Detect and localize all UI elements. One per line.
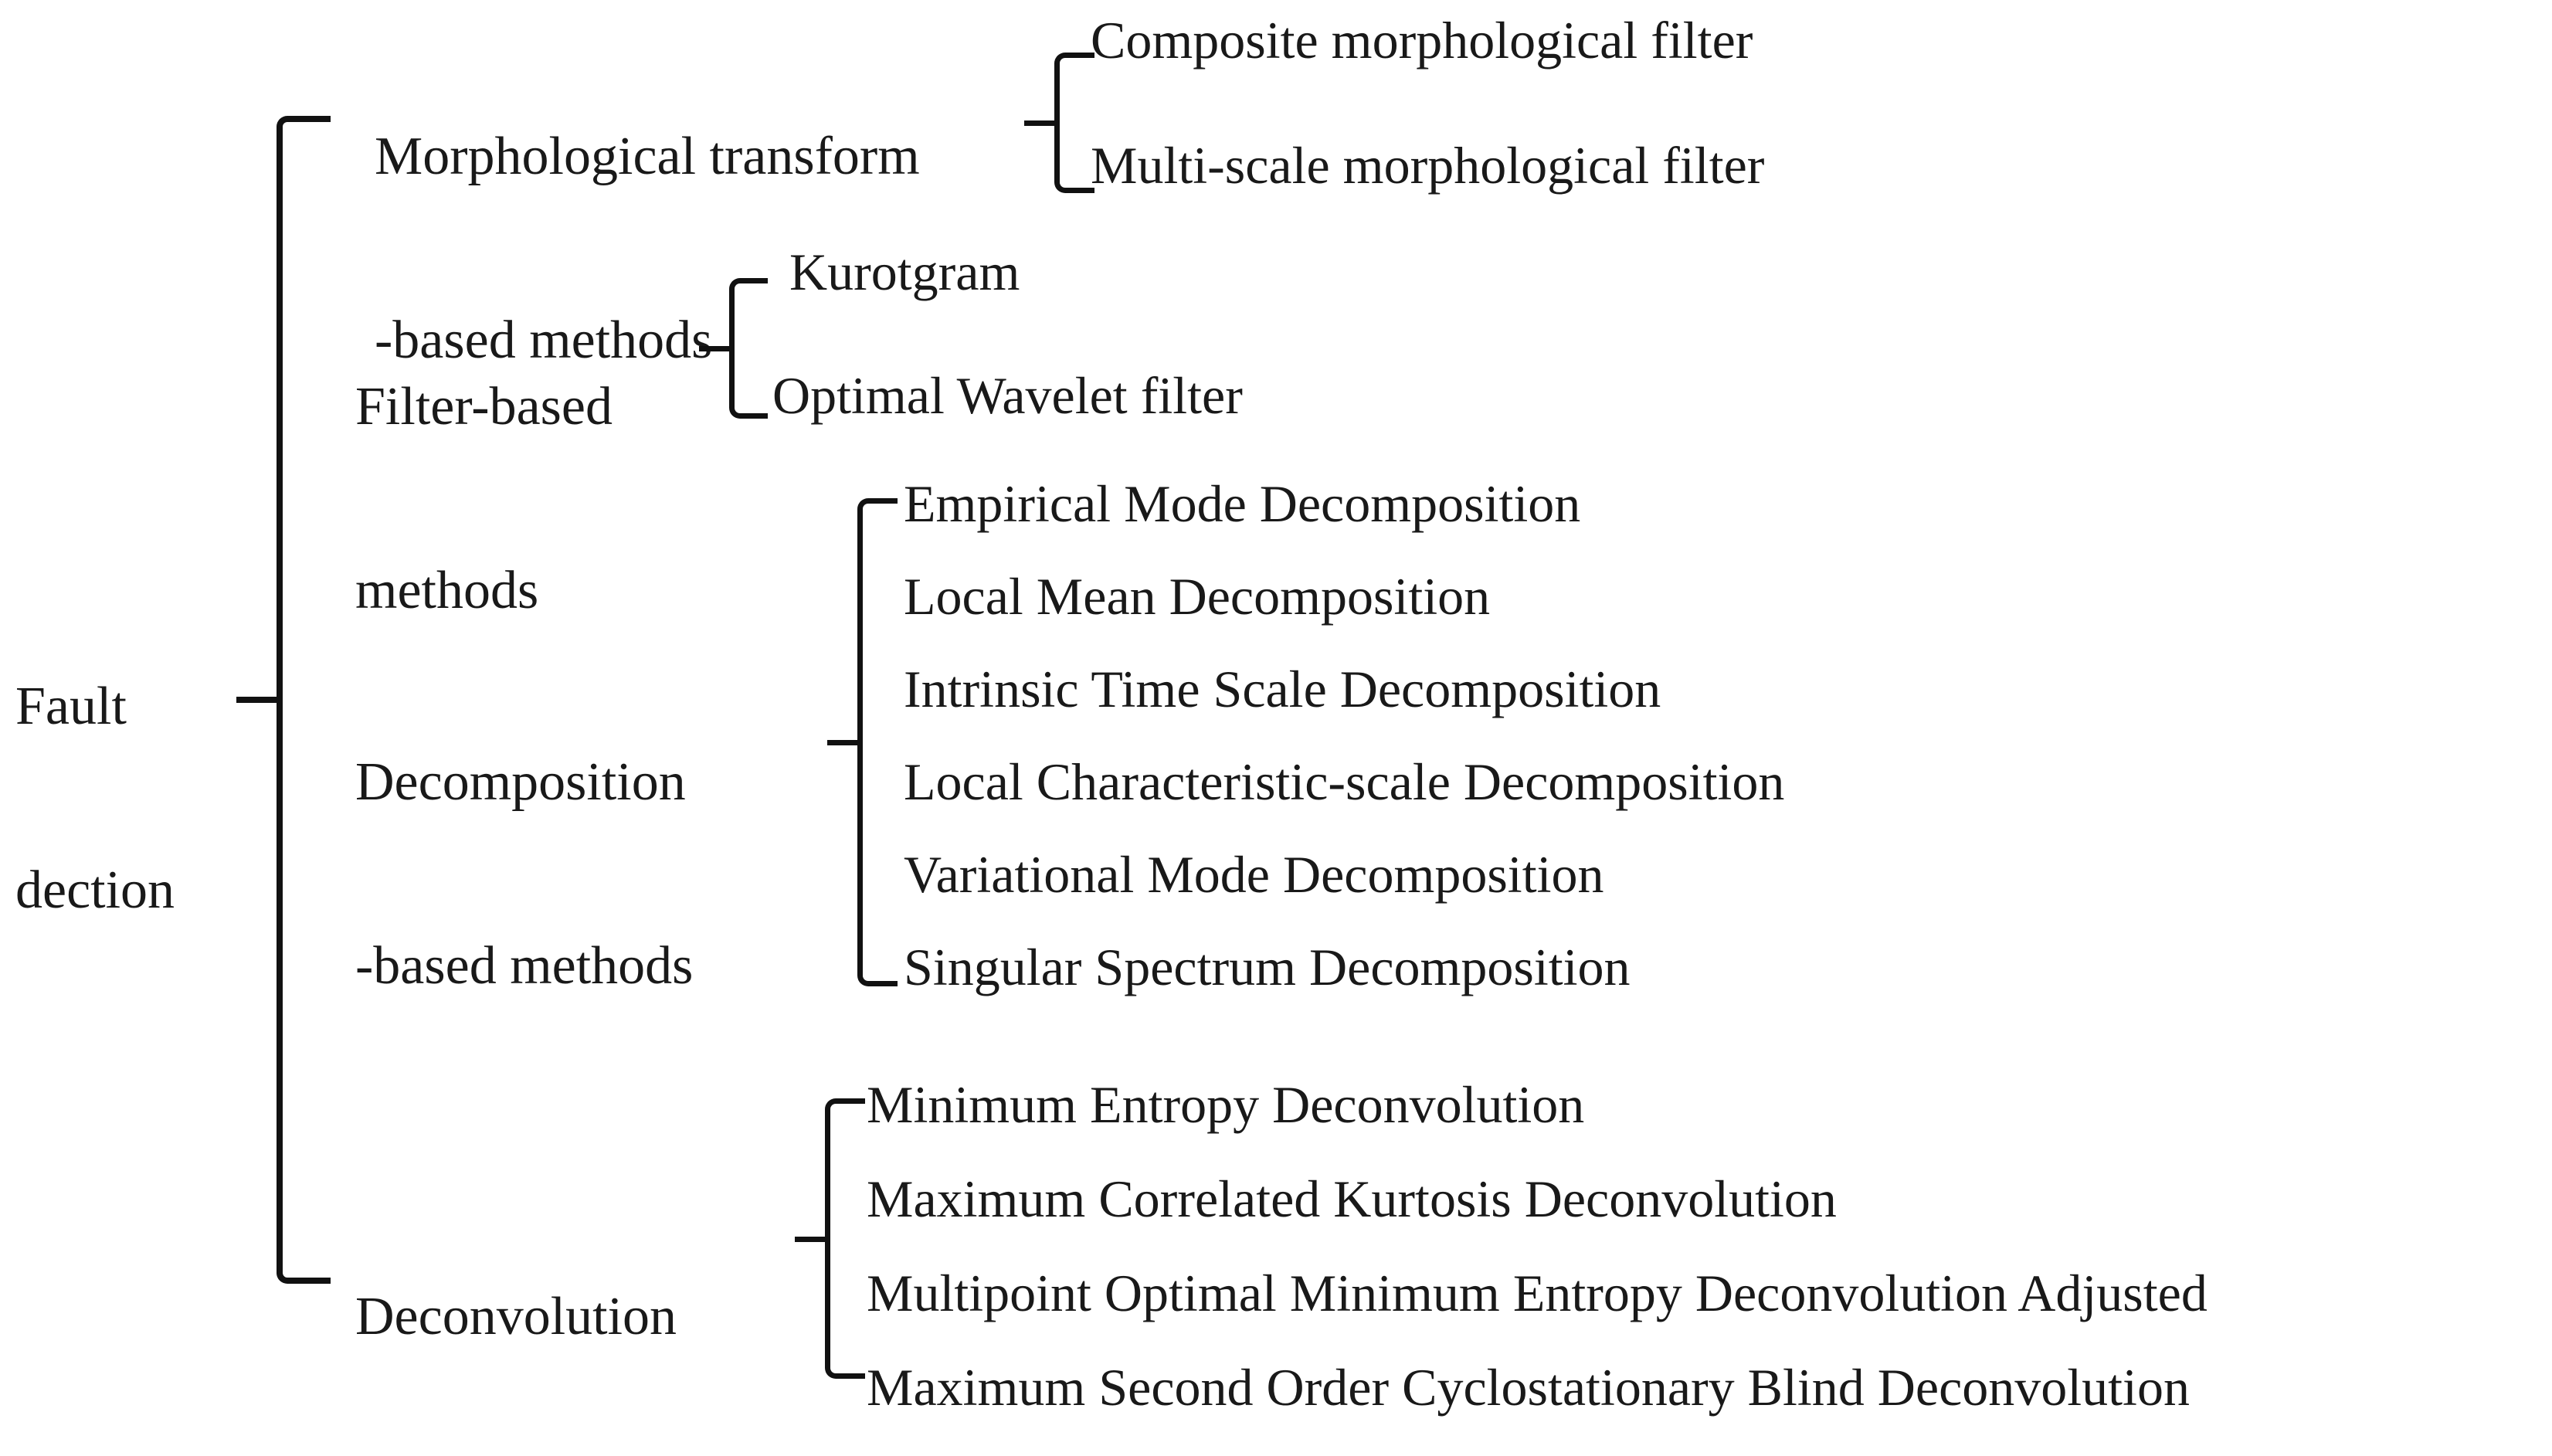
leaf-minimum-entropy-deconvolution: Minimum Entropy Deconvolution xyxy=(867,1075,1585,1134)
bracket-morphological xyxy=(1024,53,1094,193)
category-label-decomposition: Decomposition -based methods xyxy=(355,647,693,1101)
bracket-root xyxy=(236,116,331,1284)
category-filter-line-2: methods xyxy=(355,561,539,620)
bracket-filter xyxy=(699,278,768,419)
category-deconvolution-line-1: Deconvolution xyxy=(355,1287,677,1346)
bracket-morphological-tick xyxy=(1024,120,1060,126)
leaf-composite-morphological-filter: Composite morphological filter xyxy=(1091,11,1753,70)
category-decomposition-line-2: -based methods xyxy=(355,936,694,996)
bracket-root-tick xyxy=(236,697,283,703)
leaf-kurotgram: Kurotgram xyxy=(789,243,1020,301)
root-label-line-1: Fault xyxy=(15,677,127,736)
category-label-morphological: Morphological transform -based methods xyxy=(375,22,920,476)
leaf-maximum-correlated-kurtosis-deconvolution: Maximum Correlated Kurtosis Deconvolutio… xyxy=(867,1169,1837,1228)
root-label-line-2: dection xyxy=(15,860,175,920)
bracket-deconvolution xyxy=(795,1098,865,1379)
leaf-multipoint-optimal-minimum-entropy-deconvolution-adjusted: Multipoint Optimal Minimum Entropy Decon… xyxy=(867,1264,2208,1322)
leaf-singular-spectrum-decomposition: Singular Spectrum Decomposition xyxy=(904,938,1631,996)
bracket-filter-tick xyxy=(699,346,735,351)
leaf-intrinsic-time-scale-decomposition: Intrinsic Time Scale Decomposition xyxy=(904,660,1661,718)
category-label-deconvolution: Deconvolution -based methods xyxy=(355,1182,693,1456)
leaf-local-characteristic-scale-decomposition: Local Characteristic-scale Decomposition xyxy=(904,752,1785,811)
category-morphological-line-1: Morphological transform xyxy=(375,127,920,186)
root-node-fault-dection: Fault dection xyxy=(15,572,175,1026)
category-decomposition-line-1: Decomposition xyxy=(355,752,686,812)
bracket-decomposition xyxy=(827,498,898,986)
category-morphological-line-2: -based methods xyxy=(375,311,713,370)
leaf-maximum-second-order-cyclostationary-blind-deconvolution: Maximum Second Order Cyclostationary Bli… xyxy=(867,1358,2190,1417)
leaf-variational-mode-decomposition: Variational Mode Decomposition xyxy=(904,845,1604,904)
category-label-filter: Filter-based methods xyxy=(355,272,613,726)
category-filter-line-1: Filter-based xyxy=(355,377,613,436)
bracket-deconvolution-tick xyxy=(795,1236,830,1242)
bracket-decomposition-tick xyxy=(827,740,863,745)
leaf-empirical-mode-decomposition: Empirical Mode Decomposition xyxy=(904,474,1581,533)
leaf-local-mean-decomposition: Local Mean Decomposition xyxy=(904,567,1491,626)
leaf-multi-scale-morphological-filter: Multi-scale morphological filter xyxy=(1091,136,1765,195)
leaf-optimal-wavelet-filter: Optimal Wavelet filter xyxy=(772,366,1243,425)
